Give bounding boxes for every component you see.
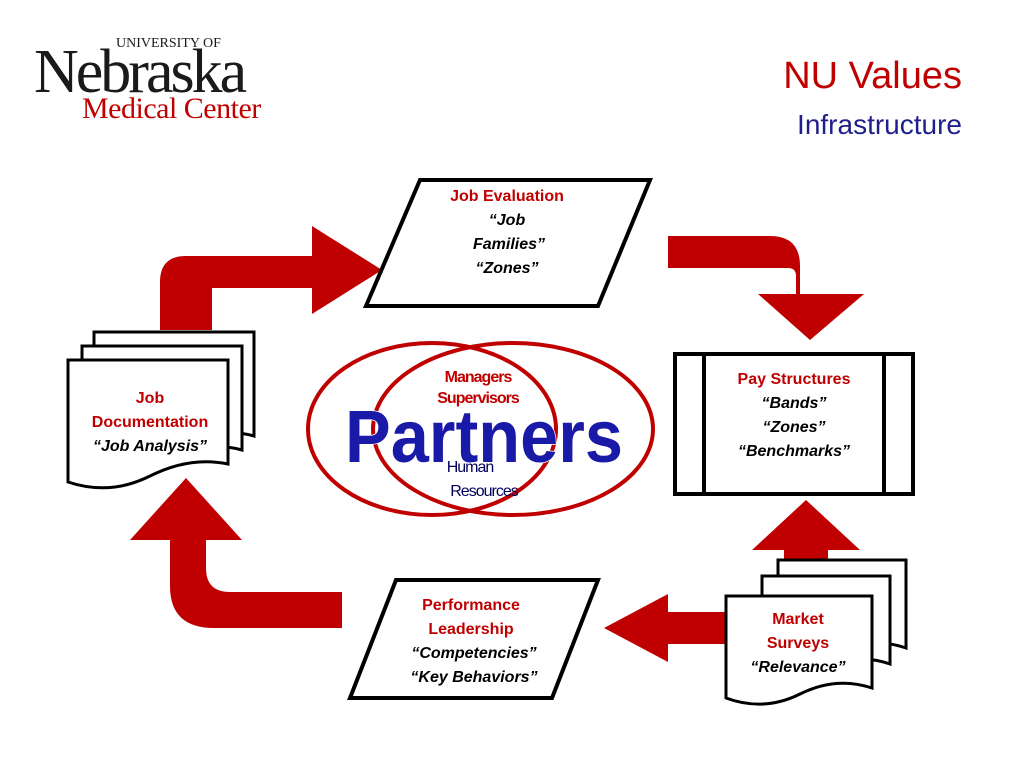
- venn-left-circle: [306, 341, 558, 517]
- job-evaluation-line: “Job: [489, 212, 526, 229]
- pay-structures-line: “Bands”: [762, 395, 827, 412]
- performance-heading: Performance: [422, 597, 520, 614]
- job-evaluation-heading: Job Evaluation: [450, 188, 564, 205]
- venn-right-circle: [371, 341, 655, 517]
- arrow-market-to-pay: [752, 500, 860, 566]
- page-subtitle: Infrastructure: [797, 109, 962, 140]
- job-evaluation-line: Families”: [473, 236, 545, 253]
- job-evaluation-line: “Zones”: [475, 260, 538, 277]
- venn-human: Human: [447, 459, 494, 476]
- partners-venn: Managers Supervisors Partners Human Reso…: [306, 341, 655, 517]
- venn-managers: Managers: [445, 369, 513, 386]
- pay-structures-heading: Pay Structures: [738, 371, 851, 388]
- node-market-surveys: Market Surveys “Relevance”: [724, 558, 908, 706]
- venn-supervisors: Supervisors: [437, 390, 520, 407]
- partners-word: Partners: [345, 395, 623, 478]
- pay-structures-line: “Zones”: [762, 419, 825, 436]
- venn-resources: Resources: [450, 483, 518, 500]
- performance-line: “Competencies”: [411, 645, 536, 662]
- arrow-evaluation-to-pay: [668, 236, 864, 340]
- logo-university-of: UNIVERSITY OF: [116, 36, 221, 51]
- node-performance-leadership: Performance Leadership “Competencies” “K…: [347, 578, 601, 700]
- job-documentation-line: “Job Analysis”: [93, 438, 207, 455]
- node-job-documentation: Job Documentation “Job Analysis”: [66, 330, 256, 490]
- market-surveys-line: “Relevance”: [750, 659, 845, 676]
- unmc-logo: UNIVERSITY OF Nebraska Medical Center: [34, 36, 262, 125]
- job-documentation-heading: Documentation: [92, 414, 208, 431]
- market-surveys-heading: Market: [772, 611, 824, 628]
- arrow-doc-to-evaluation: [160, 226, 382, 330]
- market-surveys-heading: Surveys: [767, 635, 829, 652]
- pay-structures-line: “Benchmarks”: [738, 443, 850, 460]
- logo-nebraska: Nebraska: [34, 38, 247, 106]
- job-documentation-heading: Job: [136, 390, 165, 407]
- arrow-performance-to-doc: [130, 478, 342, 628]
- logo-medical-center: Medical Center: [82, 92, 261, 125]
- node-pay-structures: Pay Structures “Bands” “Zones” “Benchmar…: [673, 352, 915, 496]
- page-title: NU Values: [783, 55, 962, 97]
- performance-heading: Leadership: [428, 621, 514, 638]
- arrow-market-to-performance: [604, 594, 730, 662]
- performance-line: “Key Behaviors”: [410, 669, 537, 686]
- node-job-evaluation: Job Evaluation “Job Families” “Zones”: [362, 178, 653, 308]
